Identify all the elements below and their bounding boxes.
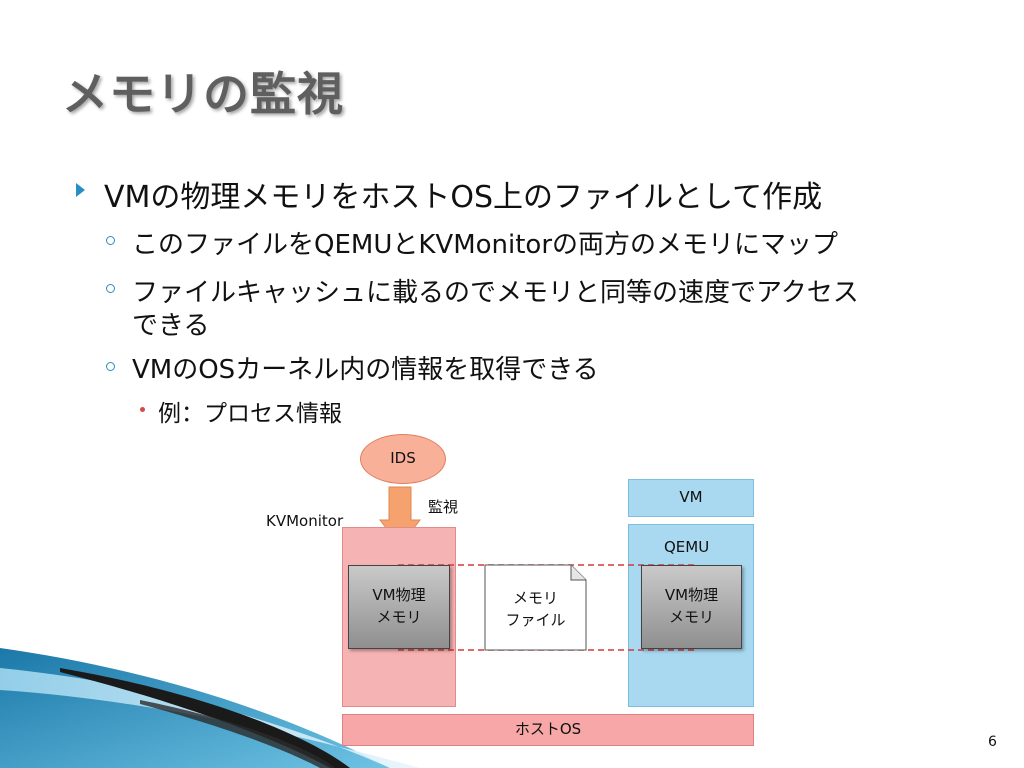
circle-bullet-icon [106, 284, 115, 293]
bullet-level2: このファイルをQEMUとKVMonitorの両方のメモリにマップ [132, 230, 839, 260]
monitor-label: 監視 [428, 498, 459, 516]
ids-node: IDS [360, 434, 446, 484]
host-os-bar: ホストOS [342, 714, 754, 746]
vm-box: VM [628, 479, 754, 517]
bullet-level2: ファイルキャッシュに載るのでメモリと同等の速度でアクセス [132, 278, 859, 308]
vm-physical-memory-kvmonitor: VM物理 メモリ [348, 565, 450, 649]
kvmonitor-label: KVMonitor [266, 512, 344, 530]
circle-bullet-icon [106, 236, 115, 245]
dot-bullet-icon [140, 407, 145, 412]
bullet-level3: 例：プロセス情報 [158, 401, 342, 427]
qemu-label: QEMU [664, 538, 710, 556]
bullet-level2: VMのOSカーネル内の情報を取得できる [132, 355, 599, 385]
slide-title: メモリの監視 [62, 67, 344, 121]
vm-physical-memory-qemu: VM物理 メモリ [641, 565, 742, 649]
page-number: 6 [988, 734, 997, 750]
bullet-level2-continuation: できる [132, 311, 210, 341]
circle-bullet-icon [106, 362, 115, 371]
triangle-bullet-icon [76, 183, 85, 197]
memory-file-label: メモリ ファイル [505, 589, 566, 629]
bullet-level1: VMの物理メモリをホストOS上のファイルとして作成 [104, 180, 823, 215]
